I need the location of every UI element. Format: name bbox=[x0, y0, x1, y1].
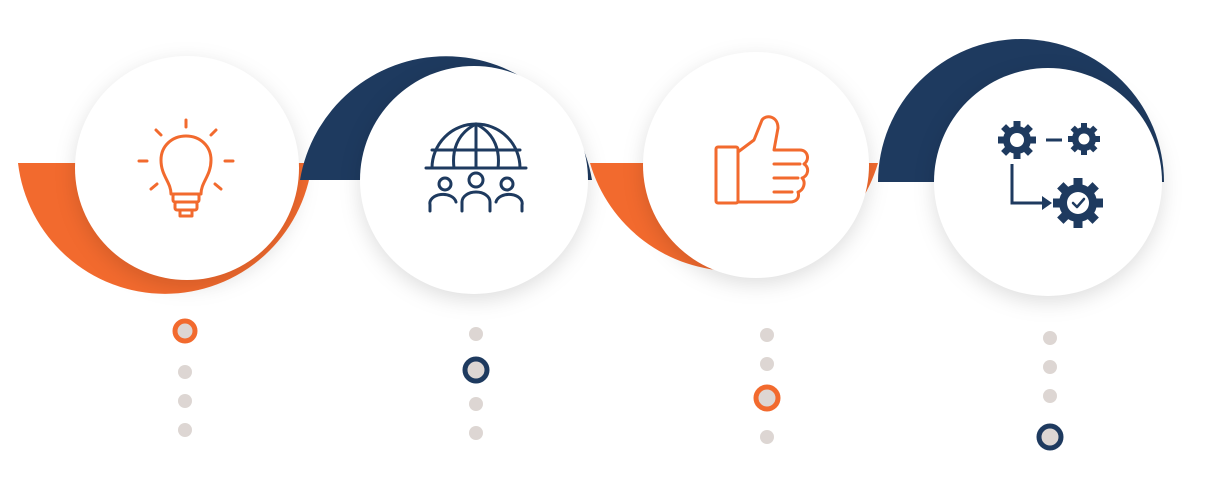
step-2-dots bbox=[462, 327, 490, 440]
step-3-disc bbox=[643, 52, 869, 278]
step-2-active-dot bbox=[462, 356, 490, 384]
step-2-dot bbox=[469, 327, 483, 341]
step-2 bbox=[300, 56, 592, 440]
lightbulb-icon bbox=[137, 118, 235, 218]
gear-icon bbox=[998, 121, 1036, 159]
step-3-dot bbox=[760, 328, 774, 342]
globe-people-icon bbox=[424, 122, 528, 213]
step-3 bbox=[590, 52, 878, 444]
gear-icon bbox=[1068, 123, 1100, 155]
step-4-dots bbox=[1036, 331, 1064, 451]
gears-process-icon bbox=[998, 121, 1103, 228]
step-2-dot bbox=[469, 397, 483, 411]
step-3-dot bbox=[760, 430, 774, 444]
step-2-dot bbox=[469, 426, 483, 440]
step-1-dots bbox=[172, 318, 198, 437]
step-3-active-dot bbox=[753, 384, 781, 412]
gear-check-icon bbox=[1053, 178, 1103, 228]
step-4-dot bbox=[1043, 331, 1057, 345]
step-3-dot bbox=[760, 357, 774, 371]
step-4-dot bbox=[1043, 360, 1057, 374]
step-4-active-dot bbox=[1036, 423, 1064, 451]
step-3-dots bbox=[753, 328, 781, 444]
step-1-dot bbox=[178, 365, 192, 379]
step-1-disc bbox=[75, 56, 299, 280]
step-2-disc bbox=[360, 66, 588, 294]
step-4-dot bbox=[1043, 389, 1057, 403]
step-4 bbox=[878, 39, 1164, 451]
step-1 bbox=[18, 56, 312, 437]
step-1-active-dot bbox=[172, 318, 198, 344]
thumbs-up-icon bbox=[714, 115, 810, 205]
step-1-dot bbox=[178, 423, 192, 437]
step-4-disc bbox=[934, 68, 1162, 296]
step-1-dot bbox=[178, 394, 192, 408]
